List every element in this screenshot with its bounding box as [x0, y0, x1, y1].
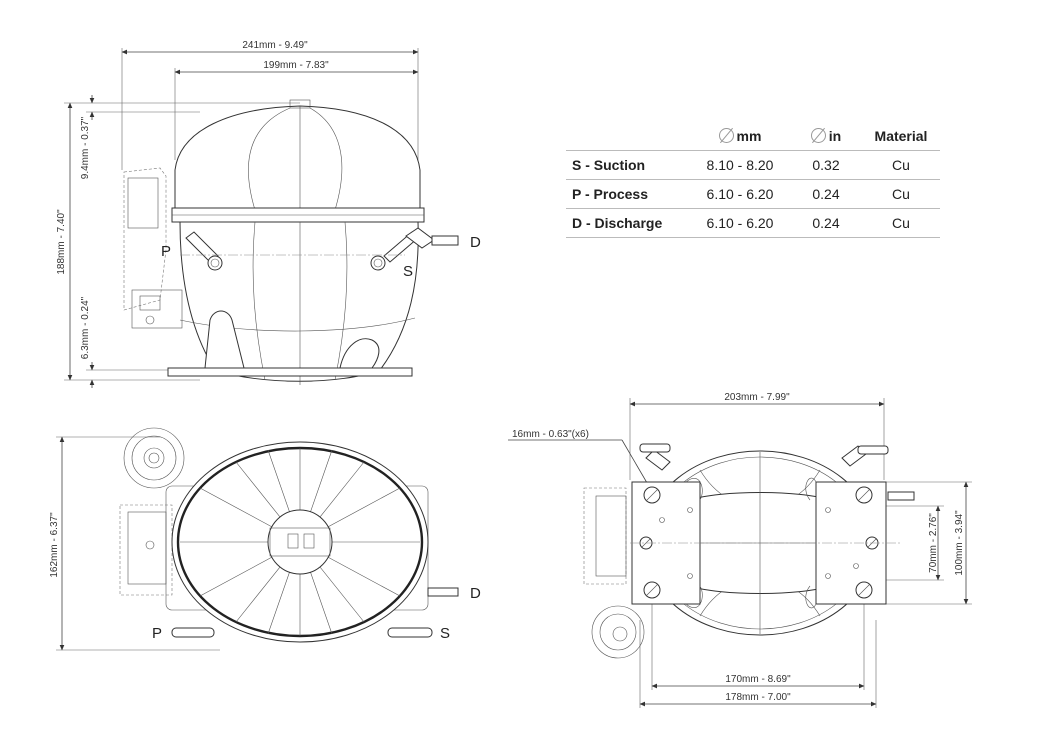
top-label-s: S: [440, 625, 450, 642]
top-process-tube: [171, 627, 215, 638]
table-row: S - Suction 8.10 - 8.20 0.32 Cu: [566, 150, 940, 180]
base-view: 203mm - 7.99" 16mm - 0.63"(x6) 70mm - 2.…: [508, 392, 972, 708]
top-label-d: D: [470, 585, 481, 602]
diameter-icon: [718, 128, 734, 143]
dim-base-width: 203mm - 7.99": [724, 392, 790, 403]
dim-side-base-height: 6.3mm - 0.24": [80, 296, 91, 359]
header-blank: [566, 126, 690, 151]
dim-side-height: 188mm - 7.40": [56, 209, 67, 275]
dim-side-total-width: 241mm - 9.49": [242, 40, 308, 51]
top-label-p: P: [152, 625, 162, 642]
table-row: P - Process 6.10 - 6.20 0.24 Cu: [566, 179, 940, 209]
top-suction-tube: [387, 627, 433, 638]
dim-base-hole-spacing-small: 70mm - 2.76": [928, 513, 939, 573]
top-view: 162mm - 6.37": [49, 427, 481, 651]
side-dome: [174, 105, 421, 211]
header-mm: mm: [690, 126, 790, 151]
header-material: Material: [874, 128, 928, 144]
dim-top-depth: 162mm - 6.37": [49, 512, 60, 578]
header-in: in: [790, 126, 862, 151]
diameter-icon: [810, 128, 826, 143]
dim-base-plate-height: 100mm - 3.94": [954, 510, 965, 576]
spec-table: mm in Material S - Suction 8.10 - 8.20 0…: [566, 126, 940, 238]
side-base-plate: [167, 367, 413, 377]
table-row: D - Discharge 6.10 - 6.20 0.24 Cu: [566, 208, 940, 238]
side-label-p: P: [161, 243, 171, 260]
dim-side-top-offset: 9.4mm - 0.37": [80, 116, 91, 179]
side-label-d: D: [470, 234, 481, 251]
dim-base-hole: 16mm - 0.63"(x6): [512, 429, 589, 440]
side-discharge-tube: [431, 235, 459, 246]
side-label-s: S: [403, 263, 413, 280]
side-view: 241mm - 9.49" 199mm - 7.83" 188mm - 7.40…: [56, 40, 481, 388]
spec-table-header: mm in Material: [566, 126, 940, 151]
dim-base-hole-spacing-wide: 170mm - 8.69": [725, 674, 791, 685]
dim-base-plate-width: 178mm - 7.00": [725, 692, 791, 703]
dim-side-body-width: 199mm - 7.83": [263, 60, 329, 71]
